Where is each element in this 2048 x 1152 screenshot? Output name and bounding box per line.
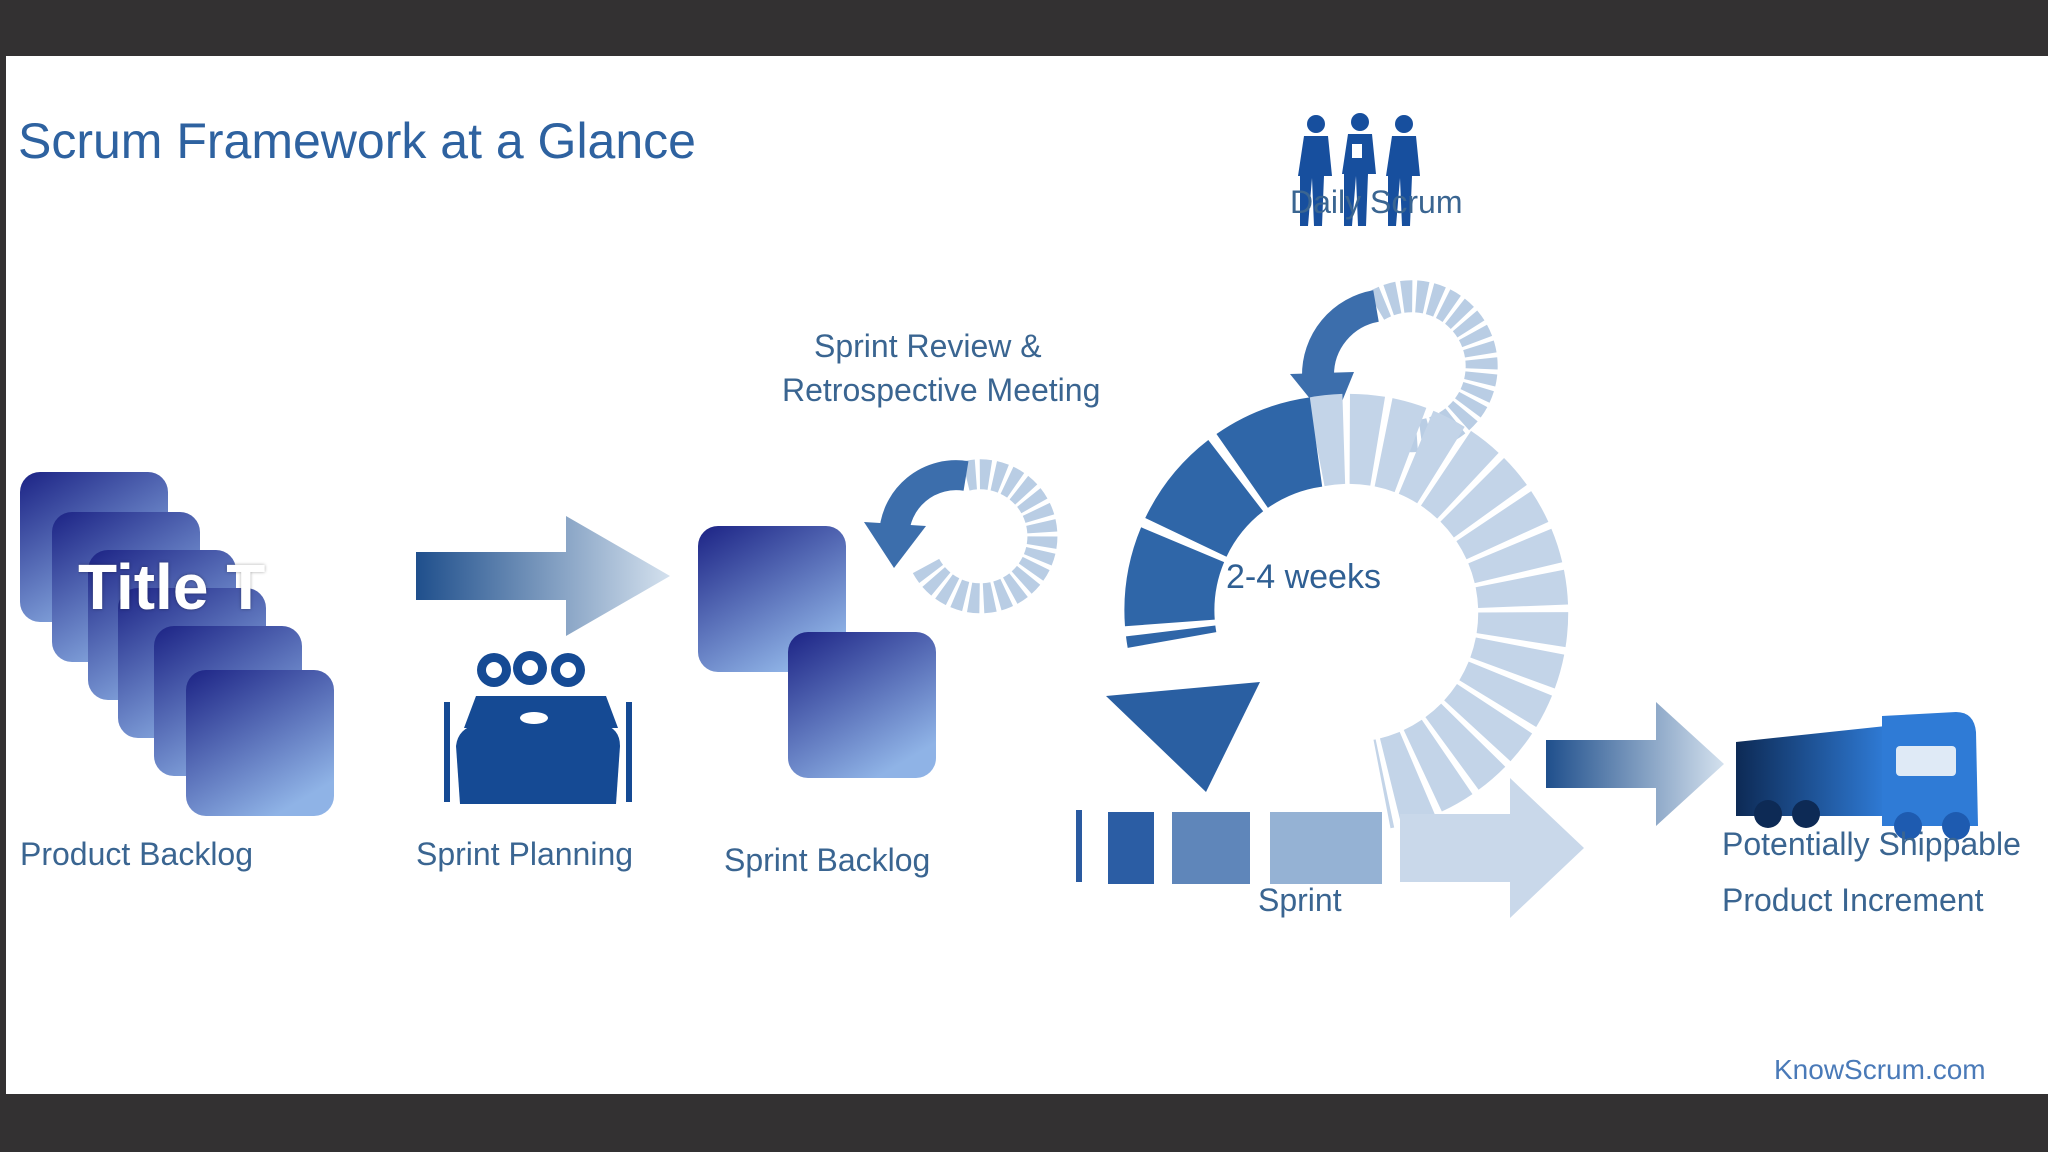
label-duration: 2-4 weeks xyxy=(1226,558,1381,596)
daily-scrum-people-icon xyxy=(1298,113,1420,226)
sprint-progress-icon xyxy=(1076,778,1584,918)
label-sprint: Sprint xyxy=(1258,882,1342,918)
credit-link[interactable]: KnowScrum.com xyxy=(1774,1054,1986,1085)
sprint-cycle-icon xyxy=(1106,393,1569,829)
label-sprint-backlog: Sprint Backlog xyxy=(724,842,931,878)
label-sprint-planning: Sprint Planning xyxy=(416,836,634,872)
label-review-line2: Retrospective Meeting xyxy=(782,372,1101,408)
label-daily-scrum: Daily Scrum xyxy=(1290,184,1463,220)
flow-arrow-icon xyxy=(1546,702,1724,826)
label-increment-line1: Potentially Shippable xyxy=(1722,826,2021,862)
sprint-backlog-icon xyxy=(698,526,936,778)
label-product-backlog: Product Backlog xyxy=(20,836,254,872)
label-review-line1: Sprint Review & xyxy=(814,328,1042,364)
flow-arrow-icon xyxy=(416,516,670,636)
slide-canvas: Scrum Framework at a Glance Title T Prod… xyxy=(6,56,2048,1094)
label-increment-line2: Product Increment xyxy=(1722,882,1984,918)
truck-icon xyxy=(1736,712,1978,840)
review-cycle-icon xyxy=(864,459,1058,614)
page-title: Scrum Framework at a Glance xyxy=(18,113,696,169)
meeting-people-icon xyxy=(444,651,632,804)
diagram-graphics xyxy=(20,113,1978,918)
product-backlog-icon xyxy=(20,472,334,816)
overlay-title: Title T xyxy=(78,551,266,623)
